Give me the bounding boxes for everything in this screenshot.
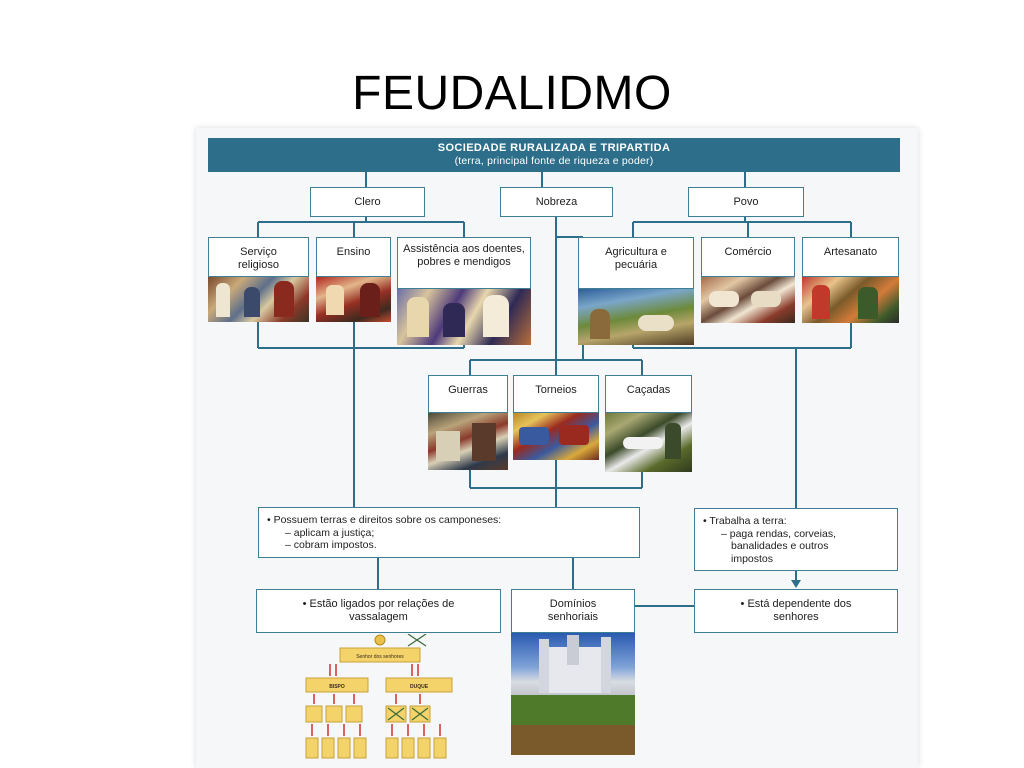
pyramid-top-label: Senhor dos senhores — [356, 654, 404, 660]
slide-title: FEUDALIDMO — [352, 67, 672, 120]
group-clero: Clero — [310, 187, 425, 217]
people-work-intro: • Trabalha a terra: — [703, 515, 787, 527]
role-ensino: Ensino — [316, 237, 391, 277]
role-assistencia: Assistência aos doentes, pobres e mendig… — [397, 237, 531, 289]
dominios-castle-image — [511, 633, 635, 755]
people-work-item-3: impostos — [731, 552, 774, 565]
servico-religioso-image — [208, 277, 309, 322]
header-title: SOCIEDADE RURALIZADA E TRIPARTIDA — [437, 142, 671, 154]
pyramid-left-label: BISPO — [329, 684, 345, 690]
vassalage-pyramid: Senhor dos senhores BISPO DUQUE — [305, 634, 453, 759]
group-nobreza: Nobreza — [500, 187, 613, 217]
activity-torneios: Torneios — [513, 375, 599, 413]
header-subtitle: (terra, principal fonte de riqueza e pod… — [454, 155, 654, 167]
dominios-box: Domínios senhoriais — [511, 589, 635, 633]
dependente-box: • Está dependente dos senhores — [694, 589, 898, 633]
header-bar: SOCIEDADE RURALIZADA E TRIPARTIDA (terra… — [208, 138, 900, 172]
activity-guerras: Guerras — [428, 375, 508, 413]
artesanato-image — [802, 277, 899, 323]
role-comercio: Comércio — [701, 237, 795, 277]
ensino-image — [316, 277, 391, 322]
people-work-item-2: banalidades e outros — [731, 540, 829, 552]
role-servico-religioso: Serviço religioso — [208, 237, 309, 277]
assistencia-image — [397, 289, 531, 345]
nobles-rights-item-1: – aplicam a justiça; — [285, 526, 375, 539]
vassalagem-box: • Estão ligados por relações de vassalag… — [256, 589, 501, 633]
nobles-rights-item-2: – cobram impostos. — [285, 539, 377, 551]
nobles-rights-intro: • Possuem terras e direitos sobre os cam… — [267, 514, 502, 526]
pyramid-right-label: DUQUE — [410, 684, 429, 690]
agricultura-image — [578, 289, 694, 345]
cacadas-image — [605, 413, 692, 472]
comercio-image — [701, 277, 795, 323]
group-povo: Povo — [688, 187, 804, 217]
role-agricultura: Agricultura e pecuária — [578, 237, 694, 289]
people-work-box: • Trabalha a terra: – paga rendas, corve… — [694, 508, 898, 571]
people-work-item-1: – paga rendas, corveias, — [721, 527, 836, 540]
nobles-rights-box: • Possuem terras e direitos sobre os cam… — [258, 507, 640, 558]
role-artesanato: Artesanato — [802, 237, 899, 277]
guerras-image — [428, 413, 508, 470]
torneios-image — [513, 413, 599, 460]
activity-cacadas: Caçadas — [605, 375, 692, 413]
